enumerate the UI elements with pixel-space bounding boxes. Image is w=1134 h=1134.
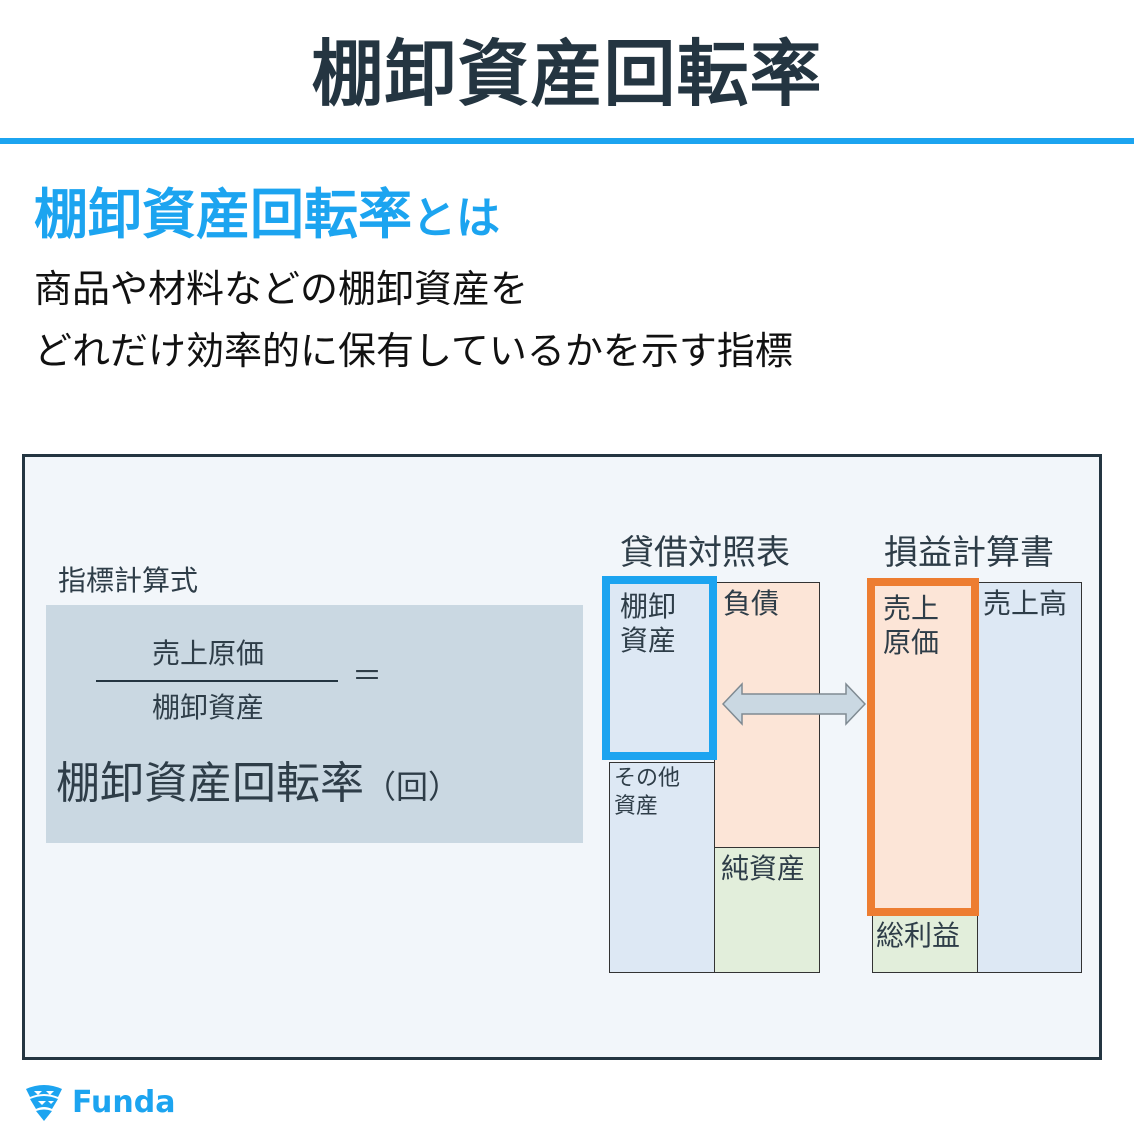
description-line-2: どれだけ効率的に保有しているかを示す指標 — [34, 329, 793, 373]
formula-result-name: 棚卸資産回転率 — [56, 758, 364, 809]
bs-net-assets-label: 純資産 — [721, 852, 806, 885]
pl-gross-profit-block: 総利益 — [872, 912, 978, 973]
formula-label: 指標計算式 — [58, 564, 199, 597]
bs-net-assets-block: 純資産 — [714, 847, 820, 973]
title-divider — [0, 138, 1134, 144]
pl-sales-block: 売上高 — [976, 582, 1082, 973]
bs-other-assets-block: その他 資産 — [609, 762, 715, 973]
formula-box — [46, 605, 583, 843]
section-heading-main: 棚卸資産回転率 — [34, 183, 412, 246]
pl-gross-profit-label: 総利益 — [876, 919, 961, 952]
formula-denominator: 棚卸資産 — [152, 691, 265, 724]
pl-sales-label: 売上高 — [983, 587, 1068, 620]
formula-result: 棚卸資産回転率（回） — [56, 762, 460, 806]
brand-logo-text: Funda — [72, 1085, 176, 1120]
section-heading-suffix: とは — [412, 193, 500, 244]
fraction-line — [96, 680, 338, 682]
pl-cost-of-sales-block-highlighted: 売上 原価 — [867, 578, 979, 916]
double-arrow-shape — [722, 682, 866, 726]
bs-inventory-label: 棚卸 資産 — [620, 590, 677, 657]
pl-cost-of-sales-label: 売上 原価 — [883, 592, 940, 659]
bs-liabilities-label: 負債 — [723, 587, 780, 620]
formula-result-unit: （回） — [364, 768, 461, 806]
bs-other-assets-label: その他 資産 — [614, 766, 681, 819]
funda-logo-icon — [26, 1085, 62, 1121]
balance-sheet-title: 貸借対照表 — [620, 533, 790, 573]
formula-equals: ＝ — [352, 659, 382, 694]
formula-numerator: 売上原価 — [152, 637, 265, 670]
page-title: 棚卸資産回転率 — [311, 32, 823, 116]
section-heading: 棚卸資産回転率とは — [34, 188, 500, 242]
description-line-1: 商品や材料などの棚卸資産を — [34, 267, 529, 311]
bs-inventory-block-highlighted: 棚卸 資産 — [602, 576, 717, 760]
income-statement-title: 損益計算書 — [884, 533, 1054, 573]
double-arrow-icon — [722, 682, 866, 726]
